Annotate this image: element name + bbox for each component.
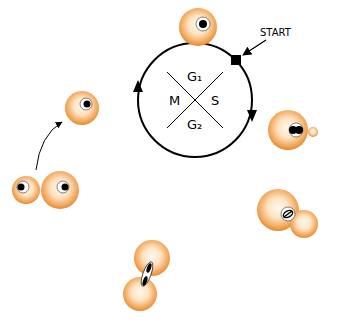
phase-label: M <box>169 94 180 107</box>
checkpoint-label: START <box>260 28 291 38</box>
phase-label: S <box>211 94 219 107</box>
phase-label: G₁ <box>187 70 202 83</box>
phase-label: G₂ <box>187 118 202 131</box>
